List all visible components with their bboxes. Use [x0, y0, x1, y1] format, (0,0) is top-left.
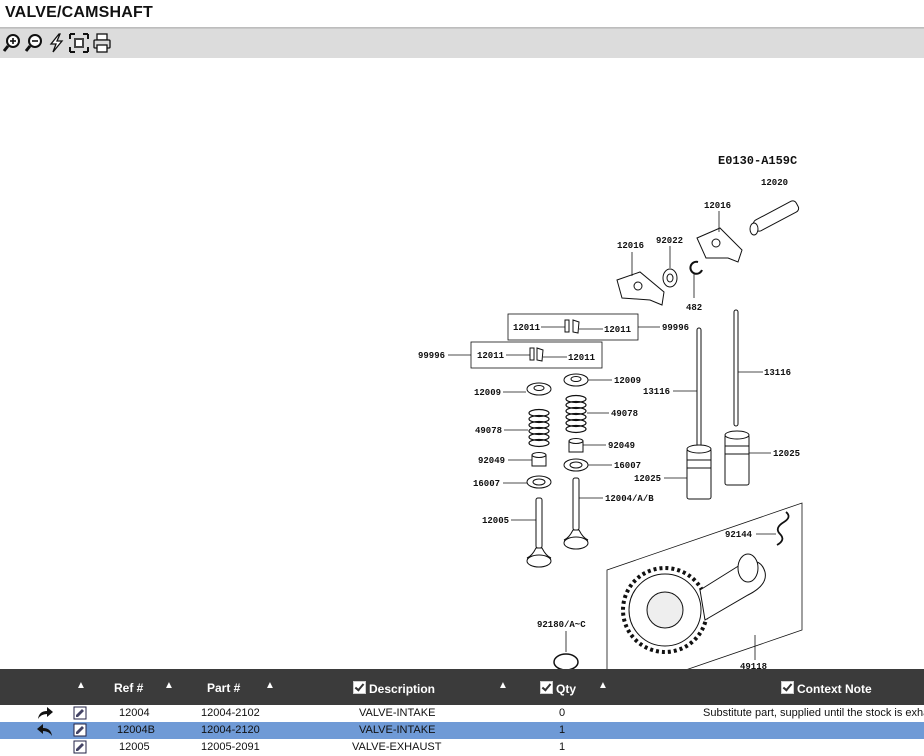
label-482: 482: [686, 303, 702, 313]
cell-note: Substitute part, supplied until the stoc…: [703, 707, 924, 719]
label-12004: 12004/A/B: [605, 494, 654, 504]
label-92022: 92022: [656, 236, 683, 246]
label-92144: 92144: [725, 530, 753, 540]
clip-482[interactable]: [689, 260, 703, 275]
valve-12004[interactable]: [563, 477, 589, 550]
col-qty-label: Qty: [556, 682, 577, 696]
cell-qty: 1: [559, 724, 566, 736]
label-12020: 12020: [761, 178, 788, 188]
cell-part: 12005-2091: [201, 741, 260, 753]
label-12025-a: 12025: [634, 474, 661, 484]
keeper-12011-top[interactable]: [564, 319, 580, 334]
label-49078-b: 49078: [611, 409, 638, 419]
cell-description: VALVE-INTAKE: [359, 707, 436, 719]
table-header: ▲︎ Ref # ▲︎ Part # ▲︎ Description ▲︎ Qty…: [0, 669, 924, 705]
label-16007-b: 16007: [614, 461, 641, 471]
cell-ref: 12004: [119, 707, 150, 719]
label-12005: 12005: [482, 516, 509, 526]
tappet-12025-left[interactable]: [686, 444, 712, 500]
col-qty[interactable]: Qty: [540, 681, 576, 696]
label-12009-b: 12009: [614, 376, 641, 386]
spring-49078-left[interactable]: [528, 408, 550, 448]
label-99996-b: 99996: [418, 351, 445, 361]
label-99996-a: 99996: [662, 323, 689, 333]
edit-icon[interactable]: [73, 740, 87, 754]
col-context-note[interactable]: Context Note: [781, 681, 872, 696]
shaft-12020[interactable]: [749, 199, 800, 236]
lightning-icon[interactable]: [47, 33, 67, 53]
edit-icon[interactable]: [73, 706, 87, 720]
zoom-out-icon[interactable]: [24, 33, 44, 53]
zoom-in-icon[interactable]: [2, 33, 22, 53]
pushrod-13116-left[interactable]: [696, 327, 702, 451]
col-note-label: Context Note: [797, 682, 872, 696]
cell-description: VALVE-EXHAUST: [352, 741, 442, 753]
print-icon[interactable]: [92, 33, 112, 53]
rocker-arm-right[interactable]: [696, 227, 743, 263]
cell-ref: 12005: [119, 741, 150, 753]
label-92049-b: 92049: [608, 441, 635, 451]
table-row-selected[interactable]: 12004B 12004-2120 VALVE-INTAKE 1: [0, 722, 924, 739]
sort-icon[interactable]: ▲︎: [76, 680, 86, 691]
col-description[interactable]: Description: [353, 681, 435, 696]
fit-icon[interactable]: [69, 33, 89, 53]
spring-92144[interactable]: [776, 511, 790, 546]
cell-description: VALVE-INTAKE: [359, 724, 436, 736]
back-arrow-icon[interactable]: [36, 723, 54, 737]
sort-icon[interactable]: ▲︎: [498, 680, 508, 691]
label-12011-a: 12011: [513, 323, 541, 333]
table-row[interactable]: 12005 12005-2091 VALVE-EXHAUST 1: [0, 739, 924, 756]
label-12011-c: 12011: [477, 351, 505, 361]
col-description-label: Description: [369, 682, 436, 696]
cell-part: 12004-2102: [201, 707, 260, 719]
label-16007-a: 16007: [473, 479, 500, 489]
toolbar: [0, 28, 924, 59]
label-12011-b: 12011: [604, 325, 632, 335]
sort-icon[interactable]: ▲︎: [164, 680, 174, 691]
col-part[interactable]: Part #: [207, 681, 241, 695]
keeper-12011-bottom[interactable]: [529, 347, 544, 362]
forward-arrow-icon[interactable]: [36, 706, 54, 720]
parts-diagram[interactable]: E0130-A159C 12020 12016 12016 92022 482 …: [0, 58, 924, 669]
pushrod-13116-right[interactable]: [733, 309, 739, 427]
camshaft-49118[interactable]: [621, 553, 766, 654]
cell-qty: 1: [559, 741, 566, 753]
cell-part: 12004-2120: [201, 724, 260, 736]
cell-ref: 12004B: [117, 724, 155, 736]
checkbox-icon[interactable]: [781, 681, 794, 694]
label-12025-b: 12025: [773, 449, 800, 459]
label-12016-b: 12016: [617, 241, 644, 251]
sort-icon[interactable]: ▲︎: [598, 680, 608, 691]
checkbox-icon[interactable]: [540, 681, 553, 694]
label-13116-b: 13116: [764, 368, 791, 378]
label-49078-a: 49078: [475, 426, 502, 436]
table-row[interactable]: 12004 12004-2102 VALVE-INTAKE 0 Substitu…: [0, 705, 924, 722]
label-92049-a: 92049: [478, 456, 505, 466]
col-ref[interactable]: Ref #: [114, 681, 144, 695]
valve-12005[interactable]: [526, 497, 552, 568]
rocker-arm-left[interactable]: [616, 271, 665, 306]
label-12016-a: 12016: [704, 201, 731, 211]
cell-qty: 0: [559, 707, 566, 719]
label-49118: 49118: [740, 662, 767, 669]
parts-table: ▲︎ Ref # ▲︎ Part # ▲︎ Description ▲︎ Qty…: [0, 669, 924, 756]
spring-49078-right[interactable]: [565, 394, 587, 434]
checkbox-icon[interactable]: [353, 681, 366, 694]
title-bar: VALVE/CAMSHAFT: [0, 0, 924, 28]
label-12011-d: 12011: [568, 353, 596, 363]
label-92180: 92180/A~C: [537, 620, 586, 630]
tappet-12025-right[interactable]: [724, 430, 750, 486]
washer-92180[interactable]: [553, 653, 579, 669]
page-title: VALVE/CAMSHAFT: [5, 4, 153, 21]
edit-icon[interactable]: [73, 723, 87, 737]
sort-icon[interactable]: ▲︎: [265, 680, 275, 691]
label-13116-a: 13116: [643, 387, 670, 397]
diagram-code: E0130-A159C: [718, 154, 797, 168]
label-12009-a: 12009: [474, 388, 501, 398]
